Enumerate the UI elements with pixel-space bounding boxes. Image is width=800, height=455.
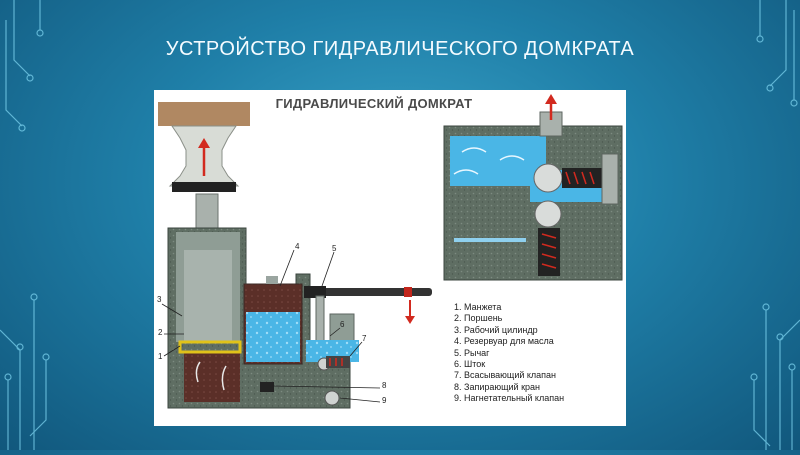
legend-item: 8. Запирающий кран xyxy=(454,381,540,392)
circuit-decoration-right xyxy=(740,0,800,450)
legend-item: 6. Шток xyxy=(454,359,486,370)
callout-3: 3 xyxy=(157,295,162,304)
legend-item: 5. Рычаг xyxy=(454,347,490,358)
callout-8: 8 xyxy=(382,381,387,390)
valve-detail-view xyxy=(443,94,623,281)
callout-6: 6 xyxy=(340,320,345,329)
callout-4: 4 xyxy=(295,242,300,251)
pump-plunger xyxy=(260,295,359,406)
lift-arrow-icon xyxy=(198,138,210,176)
callout-2: 2 xyxy=(158,328,163,337)
legend-item: 9. Нагнетательный клапан xyxy=(454,393,565,404)
legend-item: 1. Манжета xyxy=(454,302,502,312)
diagram-title: ГИДРАВЛИЧЕСКИЙ ДОМКРАТ xyxy=(275,96,473,111)
callout-5: 5 xyxy=(332,244,337,253)
lever xyxy=(304,286,432,324)
oil-reservoir xyxy=(243,276,303,365)
legend-item: 7. Всасывающий клапан xyxy=(454,370,557,381)
callout-lines xyxy=(161,249,381,403)
slide-title: УСТРОЙСТВО ГИДРАВЛИЧЕСКОГО ДОМКРАТА xyxy=(165,38,635,60)
callout-7: 7 xyxy=(362,334,367,343)
circuit-decoration-left xyxy=(0,0,60,450)
hydraulic-jack-illustration xyxy=(158,94,623,409)
callout-1: 1 xyxy=(158,352,163,361)
legend-item: 3. Рабочий цилиндр xyxy=(454,324,538,335)
legend-item: 4. Резервуар для масла xyxy=(454,336,554,347)
ram-rod xyxy=(195,193,219,229)
diagram-panel: ГИДРАВЛИЧЕСКИЙ ДОМКРАТ 3 2 1 4 5 6 7 8 9… xyxy=(154,90,626,426)
callout-9: 9 xyxy=(382,396,387,405)
legend-item: 2. Поршень xyxy=(454,313,503,324)
legend: 1. Манжета 2. Поршень 3. Рабочий цилиндр… xyxy=(454,302,624,405)
